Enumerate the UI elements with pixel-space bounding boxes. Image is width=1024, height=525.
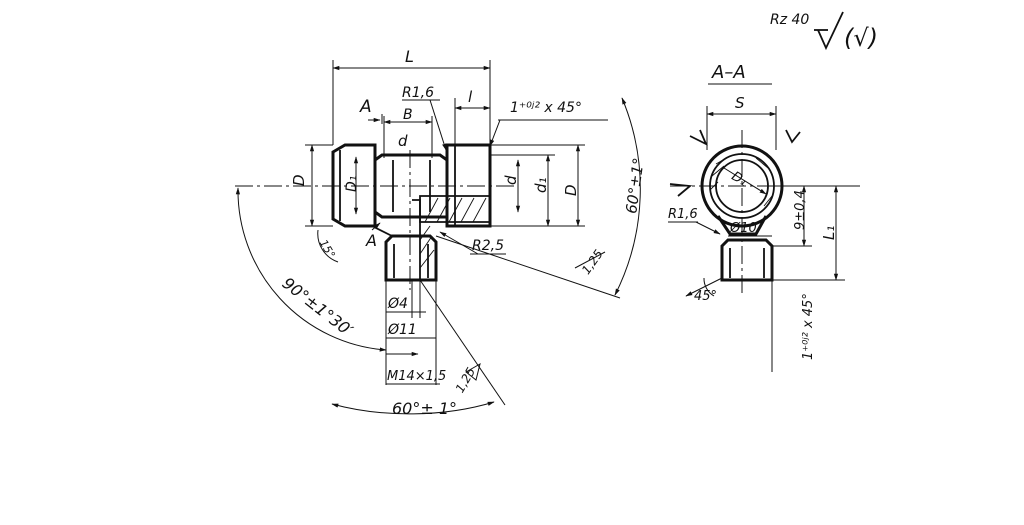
inner-bore <box>715 159 769 213</box>
dim-B: B <box>403 107 413 123</box>
dim-D1-left: D₁ <box>344 176 360 192</box>
dim-thread: M14×1,5 <box>387 369 446 384</box>
dim-angle-90: 90°±1°30′ <box>279 273 357 340</box>
dim-D1-section: D₁ <box>729 169 750 190</box>
dim-l: l <box>468 88 473 106</box>
dim-L: L <box>405 47 414 66</box>
front-view: L R1,6 A B d l 1⁺⁰ʲ² x 45° D D₁ <box>235 47 648 418</box>
section-view: A–A S D₁ Ø1 <box>668 62 860 372</box>
dim-angle-60-bottom: 60°± 1° <box>392 399 457 418</box>
roughness-rest-label: (√) <box>844 24 878 52</box>
roughness-main-label: Rz 40 <box>770 12 809 28</box>
dim-chamfer-section: 1⁺⁰ʲ² x 45° <box>801 293 816 360</box>
section-hatching <box>424 197 487 223</box>
dim-1-25-bottom: 1,25 <box>453 365 478 395</box>
roughness-symbol: Rz 40 (√) <box>770 11 878 52</box>
dim-1-25-right: 1,25 <box>579 247 606 277</box>
dim-d-right: d <box>502 175 520 185</box>
section-title: A–A <box>711 62 746 83</box>
dim-S: S <box>735 94 745 112</box>
dim-angle-45: 45° <box>694 289 717 304</box>
dim-R16: R1,6 <box>402 85 434 101</box>
dim-d-small: d <box>398 132 408 150</box>
section-mark-A-top: A <box>359 97 372 117</box>
dim-D-left: D <box>290 174 308 186</box>
dim-phi10: Ø10 <box>729 221 757 236</box>
dim-D-right: D <box>562 184 580 196</box>
dim-angle-60-right: 60°±1° <box>622 157 648 215</box>
dim-angle-15: 15° <box>317 237 338 260</box>
dim-L1: L₁ <box>820 226 838 240</box>
roughness-check-icon <box>817 11 844 51</box>
dim-chamfer: 1⁺⁰ʲ² x 45° <box>510 100 582 116</box>
dim-d1-right: d₁ <box>532 177 550 193</box>
dim-R25: R2,5 <box>472 238 504 254</box>
dim-phi4: Ø4 <box>387 296 408 312</box>
section-mark-A-bottom: A <box>365 231 377 250</box>
dim-phi11: Ø11 <box>387 322 417 338</box>
dim-R16-section: R1,6 <box>668 207 698 222</box>
dim-9: 9±0,4 <box>793 190 808 230</box>
